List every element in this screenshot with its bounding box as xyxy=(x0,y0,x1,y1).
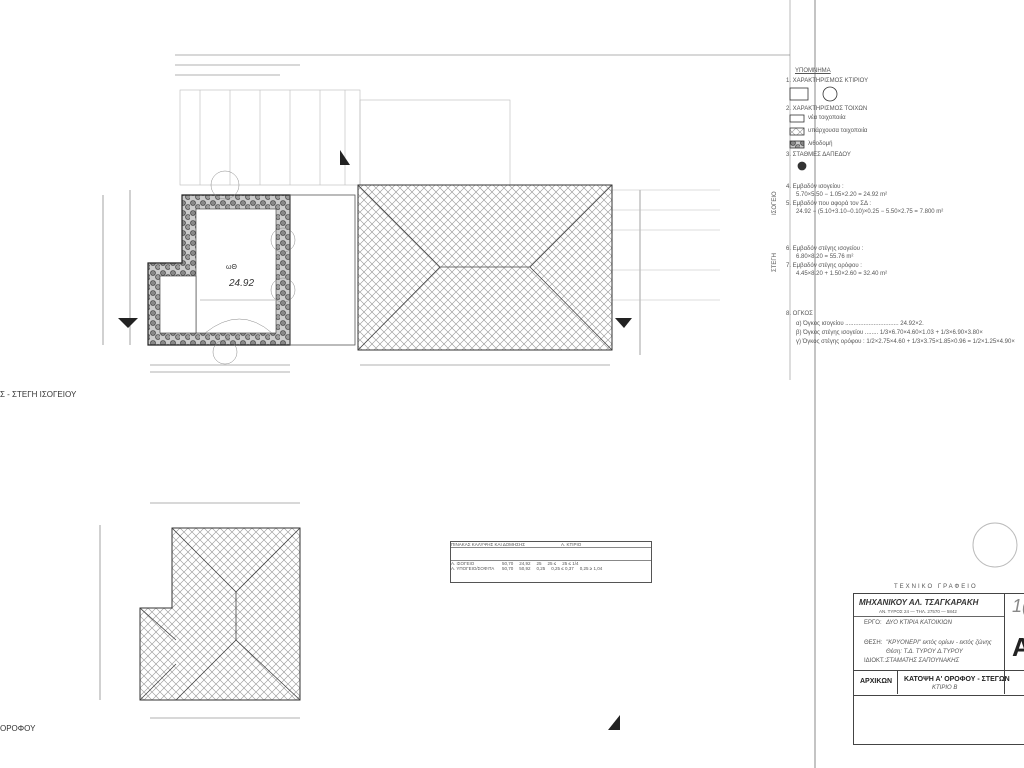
upper-roof-plan xyxy=(99,502,301,719)
ground-floor-plan xyxy=(147,170,356,365)
calc-line: 6. Εμβαδόν στέγης ισογείου : xyxy=(786,246,864,252)
legend-wall-type: λιθοδομή xyxy=(808,141,833,147)
calc-line: α) Όγκος ισογείου ......................… xyxy=(796,321,924,327)
legend-item: 1. ΧΑΡΑΚΤΗΡΙΣΜΟΣ ΚΤΙΡΙΟΥ xyxy=(786,78,869,84)
location-line: Θέση: Τ.Δ. ΤΥΡΟΥ Δ.ΤΥΡΟΥ xyxy=(886,649,963,655)
calc-line: 8. ΟΓΚΟΣ xyxy=(786,311,813,317)
calc-line: 4.45×8.20 + 1.50×2.60 = 32.40 m² xyxy=(796,271,888,277)
location-label: ΘΕΣΗ: xyxy=(864,640,883,646)
office-label: ΤΕΧΝΙΚΟ ΓΡΑΦΕΙΟ xyxy=(894,584,978,590)
calc-line: 4. Εμβαδόν ισογείου : xyxy=(786,184,844,190)
calc-line: 6.80×8.20 = 55.76 m² xyxy=(796,254,854,260)
building-label: ΚΤΙΡΙΟ Β xyxy=(932,685,958,691)
calc-line: 5.70×5.50 − 1.05×2.20 = 24.92 m² xyxy=(796,192,888,198)
legend-title: ΥΠΟΜΝΗΜΑ xyxy=(795,68,831,74)
location-line: "ΚΡΥΟΝΕΡΙ" εκτός ορίων - εκτός ζώνης xyxy=(886,640,992,646)
section-markers xyxy=(118,150,632,730)
dimension-lines xyxy=(102,54,790,373)
owner-label: ΙΔΙΟΚΤ.: xyxy=(864,658,887,664)
calc-line: 5. Εμβαδόν που αφορά τον ΣΔ : xyxy=(786,201,871,207)
legend-swatches xyxy=(789,86,838,171)
project-name: ΔΥΟ ΚΤΙΡΙΑ ΚΑΤΟΙΚΙΩΝ xyxy=(886,620,952,626)
sheet-number: 1( xyxy=(1012,596,1024,616)
table-header: ΠΙΝΑΚΑΣ ΚΑΛΥΨΗΣ ΚΑΙ ΔΟΜΗΣΗΣ xyxy=(451,542,525,547)
ground-roof-plan xyxy=(357,184,613,351)
calc-line: γ) Όγκος στέγης ορόφου : 1/2×2.75×4.60 +… xyxy=(796,339,1015,345)
area-table: ΠΙΝΑΚΑΣ ΚΑΛΥΨΗΣ ΚΑΙ ΔΟΜΗΣΗΣ Α. ΚΤΙΡΙΟ Α.… xyxy=(450,541,652,583)
office-address: ΑΝ. ΤΥΡΟΣ 24 — ΤΗΛ. 27570 — 5842 xyxy=(879,609,957,614)
engineer-name: ΜΗΧΑΝΙΚΟΥ ΑΛ. ΤΣΑΓΚΑΡΑΚΗ xyxy=(859,598,979,607)
owner-name: ΣΤΑΜΑΤΗΣ ΣΑΠΟΥΝΑΚΗΣ xyxy=(886,658,960,664)
upper-floor-caption: ΟΡΟΦΟΥ xyxy=(0,724,36,733)
calc-group-label: ΣΤΕΓΗ xyxy=(772,252,778,272)
title-block: ΤΕΧΝΙΚΟ ΓΡΑΦΕΙΟ ΜΗΧΑΝΙΚΟΥ ΑΛ. ΤΣΑΓΚΑΡΑΚΗ… xyxy=(853,584,1024,745)
legend-wall-type: νέα τοιχοποιία xyxy=(808,115,846,121)
status-label: ΑΡΧΙΚΩΝ xyxy=(860,678,893,685)
stamp xyxy=(972,522,1018,568)
drawing-title: ΚΑΤΟΨΗ Α' ΟΡΟΦΟΥ - ΣΤΕΓΩΝ xyxy=(904,676,1010,683)
calc-group-label: ΙΣΟΓΕΙΟ xyxy=(772,191,778,215)
table-group: Α. ΚΤΙΡΙΟ xyxy=(561,542,582,547)
calc-line: 24.92 − (5.10+3.10−0.10)×0.25 − 5.50×2.7… xyxy=(796,209,944,215)
legend-item: 2. ΧΑΡΑΚΤΗΡΙΣΜΟΣ ΤΟΙΧΩΝ xyxy=(786,106,868,112)
room-code: ωΘ xyxy=(226,264,237,271)
legend-item: 3. ΣΤΑΘΜΕΣ ΔΑΠΕΔΟΥ xyxy=(786,152,851,158)
project-label: ΕΡΓΟ: xyxy=(864,620,882,626)
pergola-lines xyxy=(179,89,720,301)
sheet-letter: Α xyxy=(1012,632,1024,662)
room-area: 24.92 xyxy=(229,278,255,289)
calc-line: 7. Εμβαδόν στέγης ορόφου : xyxy=(786,263,862,269)
legend-wall-type: υπάρχουσα τοιχοποιία xyxy=(808,128,868,134)
ground-roof-caption: Σ - ΣΤΕΓΗ ΙΣΟΓΕΙΟΥ xyxy=(0,390,77,399)
calc-line: β) Όγκος στέγης ισογείου ........ 1/3×6.… xyxy=(796,330,983,336)
